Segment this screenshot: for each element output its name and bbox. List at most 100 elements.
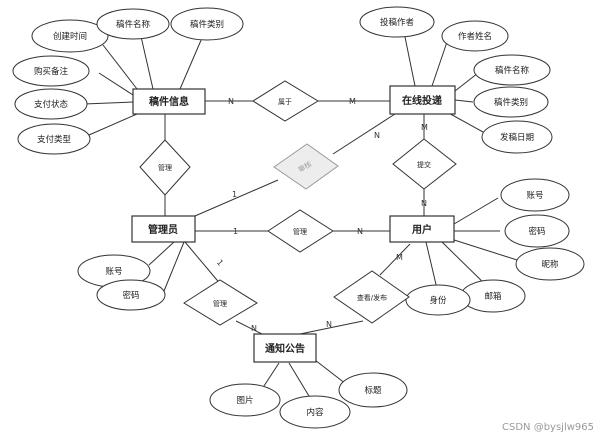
cardinalities: N M N 1 1 N M N 1 N N M: [215, 97, 428, 333]
svg-text:稿件名称: 稿件名称: [495, 65, 530, 76]
svg-text:内容: 内容: [306, 407, 324, 418]
svg-text:提交: 提交: [417, 160, 431, 169]
attr-user-account: 账号: [500, 178, 570, 212]
entity-label: 用户: [411, 223, 432, 236]
svg-text:1: 1: [232, 190, 237, 199]
svg-text:账号: 账号: [526, 191, 543, 201]
svg-text:N: N: [357, 227, 363, 236]
svg-text:账号: 账号: [105, 267, 122, 277]
edge-attr: [83, 101, 134, 105]
attr-notice-title: 标题: [338, 372, 408, 408]
svg-text:密码: 密码: [528, 226, 545, 237]
svg-text:密码: 密码: [122, 290, 139, 301]
rel-audit: 审核: [273, 143, 339, 190]
svg-text:创建时间: 创建时间: [53, 31, 87, 42]
rel-manage-user: 管理: [267, 209, 334, 253]
attr-payment-status: 支付状态: [14, 88, 88, 120]
svg-text:稿件类别: 稿件类别: [190, 19, 224, 30]
edge-attr: [454, 72, 479, 92]
edge-attr: [431, 38, 449, 87]
edge-rel: [184, 241, 223, 287]
svg-text:支付状态: 支付状态: [34, 99, 69, 110]
entity-notice: 通知公告: [253, 333, 317, 363]
edge-attr: [314, 359, 347, 385]
edge-attr: [450, 238, 518, 261]
rel-manage-info: 管理: [139, 139, 191, 196]
svg-text:查看/发布: 查看/发布: [357, 293, 387, 302]
svg-text:N: N: [251, 324, 257, 333]
edge-attr: [88, 113, 138, 136]
svg-text:N: N: [228, 97, 234, 106]
svg-text:M: M: [421, 123, 428, 132]
entity-label: 管理员: [148, 223, 178, 236]
attr-manuscript-name: 稿件名称: [96, 8, 170, 40]
svg-text:管理: 管理: [293, 227, 307, 236]
edge-attr: [139, 31, 154, 90]
svg-text:N: N: [421, 199, 427, 208]
svg-text:1: 1: [233, 227, 238, 236]
attr-user-identity: 身份: [405, 284, 471, 316]
svg-text:昵称: 昵称: [541, 259, 559, 270]
svg-text:购买备注: 购买备注: [34, 66, 69, 77]
attr-manuscript-category: 稿件类别: [170, 7, 244, 41]
entity-label: 通知公告: [265, 342, 305, 355]
edges: [83, 30, 518, 402]
rel-belongs: 属于: [252, 80, 319, 122]
entity-label: 在线投递: [402, 94, 442, 107]
edge-rel: [235, 320, 263, 335]
entity-online-submission: 在线投递: [389, 85, 456, 115]
edge-attr: [98, 72, 134, 96]
edge-attr: [179, 30, 206, 90]
svg-text:投稿作者: 投稿作者: [380, 17, 415, 28]
entity-admin: 管理员: [131, 215, 196, 243]
attr-notice-content: 内容: [279, 395, 351, 429]
rel-manage-notice: 管理: [183, 279, 258, 326]
edge-rel: [194, 179, 279, 217]
attr-publish-date: 发稿日期: [481, 120, 553, 154]
edge-attr: [454, 99, 474, 103]
watermark: CSDN @bysjlw965: [502, 422, 594, 433]
attr-manuscript-create-time: 创建时间: [31, 19, 109, 53]
svg-text:发稿日期: 发稿日期: [500, 132, 534, 143]
entity-label: 稿件信息: [149, 95, 189, 108]
svg-text:邮箱: 邮箱: [484, 291, 502, 302]
edge-attr: [261, 362, 280, 390]
svg-text:身份: 身份: [429, 295, 447, 306]
rel-view-publish: 查看/发布: [333, 270, 410, 324]
svg-text:作者姓名: 作者姓名: [458, 31, 492, 42]
edge-attr: [102, 44, 138, 90]
attr-submission-manuscript-name: 稿件名称: [473, 54, 551, 86]
svg-text:标题: 标题: [364, 385, 382, 396]
edge-attr: [425, 241, 439, 294]
svg-text:管理: 管理: [158, 163, 172, 172]
svg-text:支付类型: 支付类型: [37, 134, 72, 145]
svg-text:1: 1: [215, 258, 225, 268]
svg-text:属于: 属于: [278, 98, 292, 106]
edge-attr: [288, 362, 313, 402]
attr-admin-account: 账号: [77, 254, 151, 288]
entity-manuscript-info: 稿件信息: [132, 88, 206, 115]
attr-user-email: 邮箱: [460, 279, 526, 313]
svg-text:N: N: [326, 320, 332, 329]
rel-submit: 提交: [392, 138, 457, 190]
svg-text:N: N: [374, 131, 380, 140]
attr-payment-type: 支付类型: [17, 123, 91, 155]
attr-admin-password: 密码: [96, 279, 166, 311]
entity-user: 用户: [389, 215, 455, 243]
attr-submission-category: 稿件类别: [473, 86, 549, 118]
edge-attr: [163, 241, 185, 292]
attr-notice-image: 图片: [209, 383, 281, 417]
svg-text:M: M: [349, 97, 356, 106]
svg-text:稿件类别: 稿件类别: [494, 97, 528, 108]
svg-text:M: M: [396, 253, 403, 262]
edge-attr: [404, 36, 416, 87]
edge-rel: [379, 243, 411, 276]
edge-rel: [332, 113, 396, 155]
edge-rel: [299, 320, 364, 335]
svg-text:图片: 图片: [236, 395, 253, 406]
attr-author-name: 作者姓名: [441, 20, 509, 52]
edge-attr: [453, 197, 499, 225]
edge-attr: [148, 241, 175, 266]
attr-purchase-note: 购买备注: [12, 55, 90, 87]
